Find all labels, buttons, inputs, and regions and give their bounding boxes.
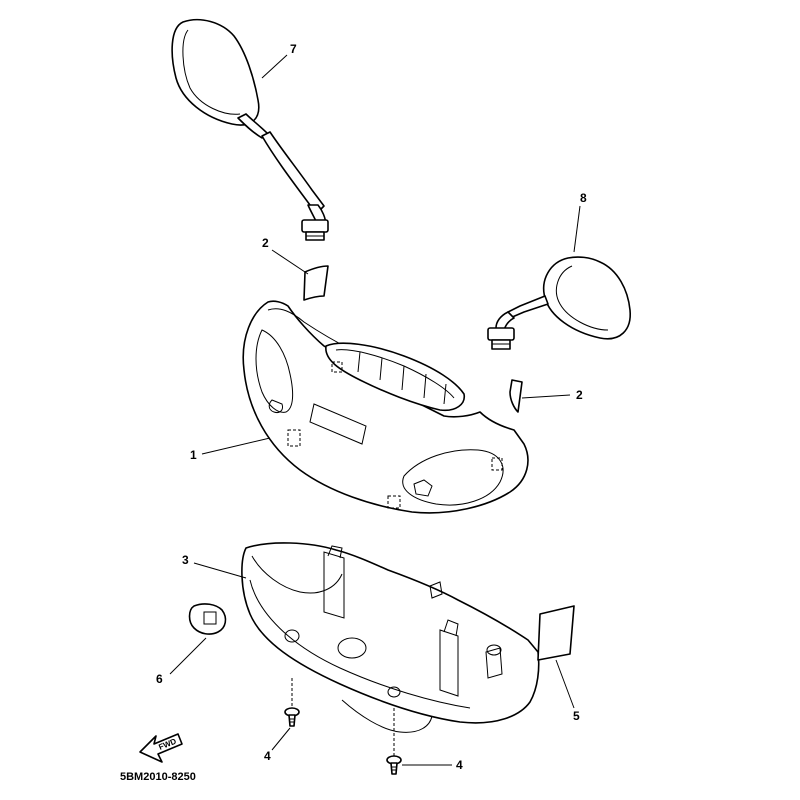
part-2-upper-pad xyxy=(303,265,329,301)
part-8-right-mirror xyxy=(487,256,631,350)
fwd-arrow-icon: FWD xyxy=(139,733,183,763)
callout-2-right: 2 xyxy=(576,388,583,402)
callout-5: 5 xyxy=(573,709,580,723)
part-2-right-pad xyxy=(509,379,523,413)
part-4-screw-bottom xyxy=(386,755,402,775)
part-4-screw-left xyxy=(284,707,300,727)
callout-7: 7 xyxy=(290,42,297,56)
callout-1: 1 xyxy=(190,448,197,462)
callout-4-left: 4 xyxy=(264,749,271,763)
part-6-grommet xyxy=(188,603,227,635)
part-7-left-mirror xyxy=(171,18,329,241)
leader-lines xyxy=(169,54,581,766)
callout-2-upper: 2 xyxy=(262,236,269,250)
callout-3: 3 xyxy=(182,553,189,567)
part-1-upper-cover xyxy=(242,300,529,514)
part-3-lower-cover xyxy=(241,542,540,733)
callout-4-bottom: 4 xyxy=(456,758,463,772)
callout-6: 6 xyxy=(156,672,163,686)
callout-8: 8 xyxy=(580,191,587,205)
part-5-pad xyxy=(537,605,575,661)
diagram-part-code: 5BM2010-8250 xyxy=(120,771,196,783)
